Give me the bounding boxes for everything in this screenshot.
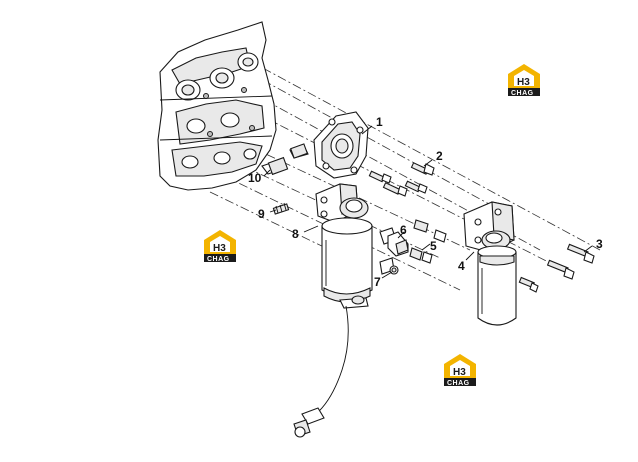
watermark-brand-bottom: CHAG <box>447 380 470 387</box>
callout-8: 8 <box>292 227 299 241</box>
callout-1: 1 <box>376 115 383 129</box>
watermark-brand-top: H3 <box>213 243 226 254</box>
callout-6: 6 <box>400 223 407 237</box>
callout-9: 9 <box>258 207 265 221</box>
engine-block <box>157 21 277 191</box>
callout-4: 4 <box>458 259 465 273</box>
part-4-oil-filter <box>463 201 517 326</box>
part-8-fuel-filter <box>293 183 397 438</box>
watermark-logo: H3 CHAG <box>508 64 540 97</box>
callout-2: 2 <box>436 149 443 163</box>
callout-7: 7 <box>374 275 381 289</box>
callout-10: 10 <box>248 171 262 185</box>
part-9-stud <box>272 202 290 215</box>
watermark-logo: H3 CHAG <box>204 230 236 263</box>
part-1-mounting-bracket <box>313 111 369 179</box>
watermark-logo: H3 CHAG <box>444 354 476 387</box>
callout-leaders <box>263 125 593 279</box>
watermark-brand-bottom: CHAG <box>207 256 230 263</box>
watermark-brand-top: H3 <box>517 77 530 88</box>
callout-5: 5 <box>430 239 437 253</box>
watermark-brand-top: H3 <box>453 367 466 378</box>
part-5-fitting <box>409 219 447 264</box>
part-2-bolts <box>368 162 435 197</box>
part-10-spacer <box>261 143 309 176</box>
callout-3: 3 <box>596 237 603 251</box>
part-3-bolts <box>518 243 595 293</box>
watermark-brand-bottom: CHAG <box>511 90 534 97</box>
part-6-clip <box>387 231 409 257</box>
